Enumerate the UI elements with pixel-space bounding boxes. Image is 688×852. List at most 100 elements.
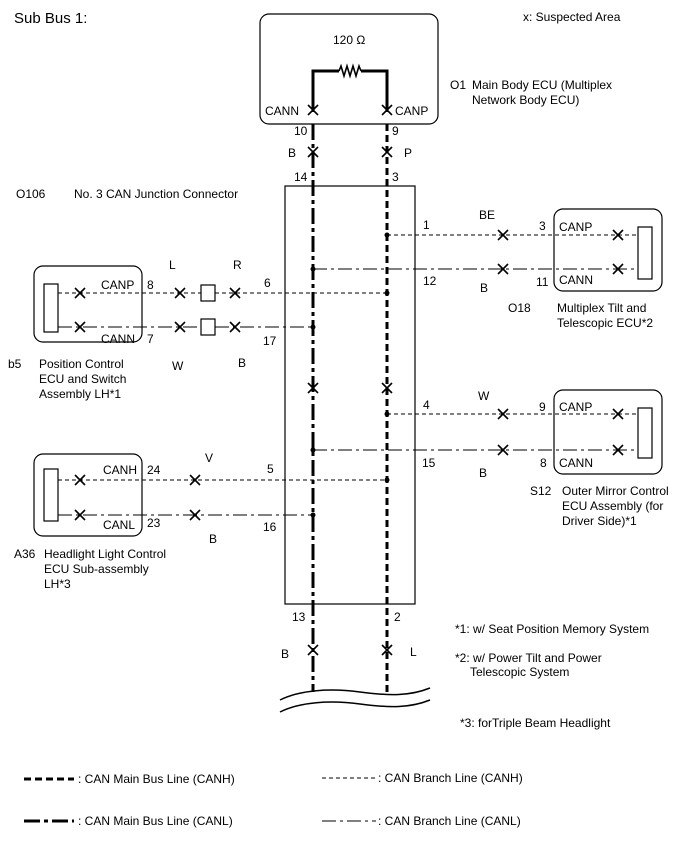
- junction-wire-bottom-left: B: [281, 647, 289, 661]
- b5-canh-inline-connector: [200, 284, 216, 302]
- b5-wire-canp-right: R: [233, 258, 242, 272]
- suspected-x-icon: [612, 229, 624, 241]
- o1-pin-canp: 9: [392, 124, 399, 138]
- note-1: *1: w/ Seat Position Memory System: [455, 622, 649, 636]
- splice-dot: [310, 512, 316, 518]
- suspected-x-icon: [497, 229, 509, 241]
- suspected-x-icon: [189, 474, 201, 486]
- ecu-o1-main-body: 120 Ω CANN CANP: [259, 13, 439, 125]
- b5-code: b5: [8, 357, 22, 371]
- resistor-wire-left: [311, 69, 339, 112]
- suspected-x-icon: [381, 644, 393, 656]
- a36-canh-label: CANH: [103, 463, 137, 477]
- o1-code: O1: [450, 78, 466, 92]
- suspected-x-icon: [174, 321, 186, 333]
- junction-wire-bottom-right: L: [410, 645, 417, 659]
- o18-code: O18: [508, 301, 531, 315]
- o18-wire-canp: BE: [479, 208, 495, 222]
- suspected-x-icon: [612, 444, 624, 456]
- diagram-title: Sub Bus 1:: [14, 10, 87, 27]
- ecu-b5-box: [33, 265, 143, 343]
- a36-pin-canl: 23: [147, 516, 161, 530]
- suspected-x-icon: [307, 644, 319, 656]
- junction-pin-6: 6: [264, 276, 271, 290]
- bus-break-wave-bottom: [279, 699, 431, 713]
- b5-wire-cann-right: B: [238, 356, 246, 370]
- ecu-a36-headlight-control: CANH CANL: [33, 453, 143, 537]
- ecu-a36-box: [33, 453, 143, 537]
- b5-wire-cann-left: W: [172, 359, 184, 373]
- junction-pin-12: 12: [423, 274, 437, 288]
- s12-canp-label: CANP: [559, 400, 592, 414]
- s12-name-line2: ECU Assembly (for: [562, 499, 663, 513]
- s12-code: S12: [530, 484, 552, 498]
- ecu-o1-box: [259, 13, 439, 125]
- junction-pin-16: 16: [263, 520, 277, 534]
- a36-name-line3: LH*3: [44, 577, 71, 591]
- suspected-x-icon: [74, 509, 86, 521]
- legend-branch-canl: : CAN Branch Line (CANL): [378, 814, 521, 828]
- resistor-icon: [338, 63, 362, 79]
- suspected-x-icon: [497, 444, 509, 456]
- splice-dot: [384, 290, 390, 296]
- junction-code: O106: [16, 187, 46, 201]
- o1-cann-label: CANN: [265, 104, 299, 118]
- splice-dot: [310, 266, 316, 272]
- s12-wire-canp: W: [478, 389, 490, 403]
- suspected-x-icon: [189, 509, 201, 521]
- junction-pin-1: 1: [423, 218, 430, 232]
- b5-name-line3: Assembly LH*1: [39, 387, 121, 401]
- junction-dots: [310, 232, 390, 518]
- a36-wire-canl: B: [209, 532, 217, 546]
- s12-pin-cann: 8: [540, 456, 547, 470]
- o18-canp-label: CANP: [559, 220, 592, 234]
- b5-cann-label: CANN: [101, 332, 135, 346]
- s12-wire-cann: B: [479, 466, 487, 480]
- ecu-b5-position-control: CANP CANN: [33, 265, 143, 346]
- o1-wire-canp: P: [404, 146, 412, 160]
- b5-connector-icon: [43, 283, 59, 333]
- suspected-x-icon: [381, 382, 393, 394]
- junction-pin-13: 13: [292, 610, 306, 624]
- splice-dot: [384, 477, 390, 483]
- a36-wire-canh: V: [205, 451, 213, 465]
- a36-canl-label: CANL: [103, 518, 135, 532]
- note-3: *3: forTriple Beam Headlight: [460, 716, 611, 730]
- junction-pin-2: 2: [394, 610, 401, 624]
- ecu-s12-outer-mirror: CANP CANN: [553, 389, 663, 475]
- junction-pin-3: 3: [392, 170, 399, 184]
- b5-wire-canp-left: L: [169, 258, 176, 272]
- suspected-x-icon: [229, 321, 241, 333]
- o1-canp-label: CANP: [395, 104, 428, 118]
- splice-dot: [384, 411, 390, 417]
- suspected-x-icon: [497, 408, 509, 420]
- ecu-s12-box: [553, 389, 663, 475]
- note-2-line2: Telescopic System: [470, 665, 569, 679]
- o18-pin-cann: 11: [536, 275, 549, 289]
- junction-pin-14: 14: [294, 170, 308, 184]
- suspected-x-icon: [229, 287, 241, 299]
- suspected-x-icon: [74, 474, 86, 486]
- splice-dot: [384, 232, 390, 238]
- a36-name-line1: Headlight Light Control: [44, 547, 166, 561]
- splice-dot: [310, 324, 316, 330]
- junction-pin-4: 4: [423, 398, 430, 412]
- suspected-x-icon: [307, 382, 319, 394]
- suspected-x-icon: [497, 263, 509, 275]
- o18-pin-canp: 3: [539, 219, 546, 233]
- b5-canp-label: CANP: [101, 278, 134, 292]
- s12-cann-label: CANN: [559, 456, 593, 470]
- junction-pin-17: 17: [263, 334, 277, 348]
- a36-name-line2: ECU Sub-assembly: [44, 562, 149, 576]
- suspected-x-icon: [307, 146, 319, 158]
- o1-wire-cann: B: [288, 146, 296, 160]
- ecu-o18-box: [553, 208, 663, 292]
- b5-name-line2: ECU and Switch: [39, 372, 126, 386]
- b5-canl-inline-connector: [200, 318, 216, 336]
- legend-main-canh: : CAN Main Bus Line (CANH): [78, 772, 235, 786]
- suspected-x-icon: [307, 104, 319, 116]
- b5-name-line1: Position Control: [39, 357, 124, 371]
- o18-cann-label: CANN: [559, 273, 593, 287]
- suspected-x-icon: [612, 408, 624, 420]
